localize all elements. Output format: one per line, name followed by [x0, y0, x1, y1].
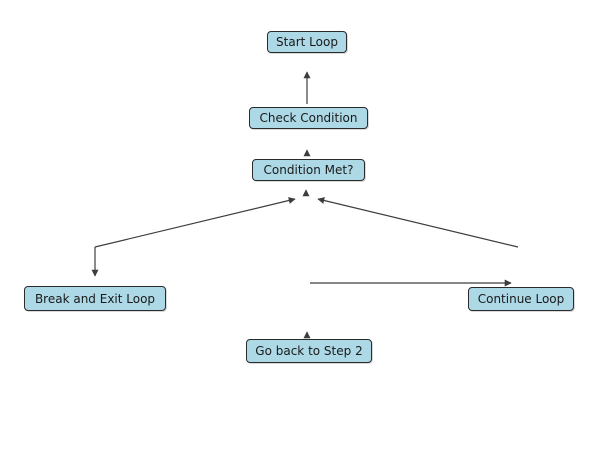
node-start-loop-label: Start Loop — [276, 35, 338, 49]
node-continue-loop-label: Continue Loop — [477, 292, 565, 306]
node-check-condition: Check Condition — [249, 107, 368, 129]
edge-left-diagonal-up — [94, 197, 296, 248]
node-break-and-exit-loop: Break and Exit Loop — [24, 286, 166, 311]
node-condition-met: Condition Met? — [252, 159, 365, 181]
node-go-back-to-step-2-label: Go back to Step 2 — [255, 344, 363, 358]
node-condition-met-label: Condition Met? — [263, 163, 354, 177]
edge-right-diagonal-up — [317, 197, 519, 248]
node-break-and-exit-loop-label: Break and Exit Loop — [34, 291, 156, 306]
node-check-condition-label: Check Condition — [259, 111, 358, 125]
node-continue-loop: Continue Loop — [468, 287, 574, 311]
node-start-loop: Start Loop — [267, 31, 347, 53]
node-go-back-to-step-2: Go back to Step 2 — [246, 339, 372, 363]
